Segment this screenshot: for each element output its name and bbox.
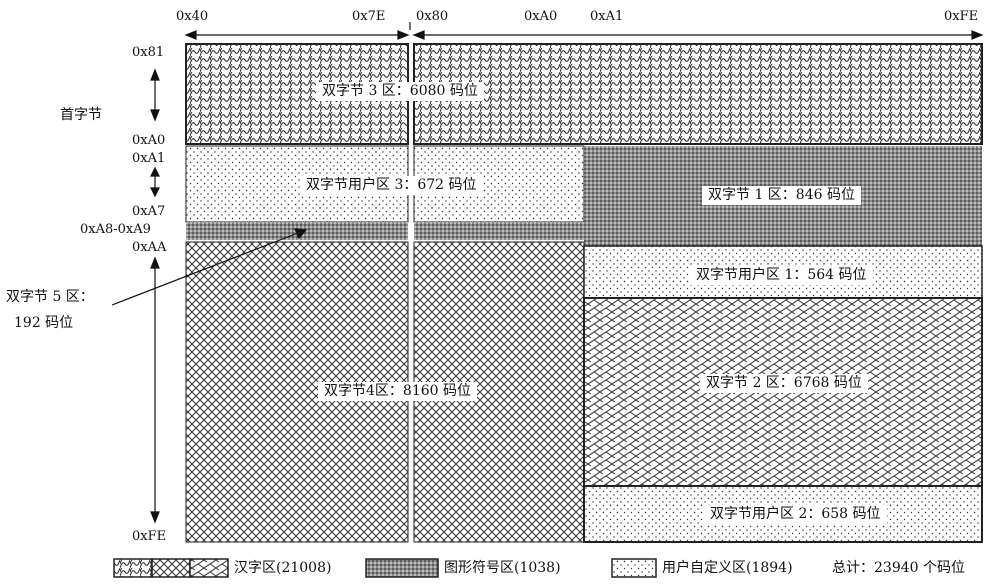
top-axis-arrows xyxy=(184,22,984,40)
top-label-0xA0: 0xA0 xyxy=(524,9,558,24)
tag-dbcs1: 双字节 1 区：846 码位 xyxy=(702,186,861,206)
left-label-0xA1: 0xA1 xyxy=(132,151,166,166)
left-label-0xA0: 0xA0 xyxy=(132,133,166,148)
left-label-0x81: 0x81 xyxy=(132,45,165,60)
left-label-0xA8-0xA9: 0xA8-0xA9 xyxy=(80,222,151,237)
callout-dbcs5-line2: 192 码位 xyxy=(14,315,74,331)
legend-hanzi-swatch-1 xyxy=(113,558,153,578)
top-label-0x7E: 0x7E xyxy=(352,9,386,24)
legend-total-label: 总计：23940 个码位 xyxy=(832,560,965,576)
callout-dbcs5-line1: 双字节 5 区： xyxy=(6,289,94,305)
dbcs5-pointer xyxy=(111,228,308,306)
tag-dbcs2: 双字节 2 区：6768 码位 xyxy=(700,374,868,394)
tag-udf1: 双字节用户区 1：564 码位 xyxy=(690,266,873,286)
legend-graphic-label: 图形符号区(1038) xyxy=(444,560,561,576)
legend-user-label: 用户自定义区(1894) xyxy=(662,560,793,576)
top-label-0x80: 0x80 xyxy=(416,9,449,24)
legend-hanzi-swatch-2 xyxy=(151,558,191,578)
legend-user-swatch xyxy=(611,558,657,578)
region-dbcs5-right xyxy=(414,222,584,240)
legend-graphic-swatch xyxy=(365,558,439,578)
legend-hanzi-swatch-3 xyxy=(189,558,229,578)
left-label-0xAA: 0xAA xyxy=(132,240,167,255)
left-label-0xFE: 0xFE xyxy=(132,529,167,544)
tag-dbcs3: 双字节 3 区：6080 码位 xyxy=(316,82,484,102)
top-label-0xFE: 0xFE xyxy=(944,9,979,24)
tag-udf3: 双字节用户区 3：672 码位 xyxy=(300,176,483,196)
left-label-lead-byte: 首字节 xyxy=(60,107,102,123)
tag-dbcs4: 双字节4区：8160 码位 xyxy=(318,382,477,402)
left-label-0xA7: 0xA7 xyxy=(132,204,166,219)
tag-udf2: 双字节用户区 2：658 码位 xyxy=(704,505,887,525)
region-dbcs3-right xyxy=(413,43,983,145)
top-label-0xA1: 0xA1 xyxy=(590,9,624,24)
top-label-0x40: 0x40 xyxy=(176,9,209,24)
left-axis-arrows xyxy=(150,68,160,524)
legend-hanzi-label: 汉字区(21008) xyxy=(234,560,332,576)
